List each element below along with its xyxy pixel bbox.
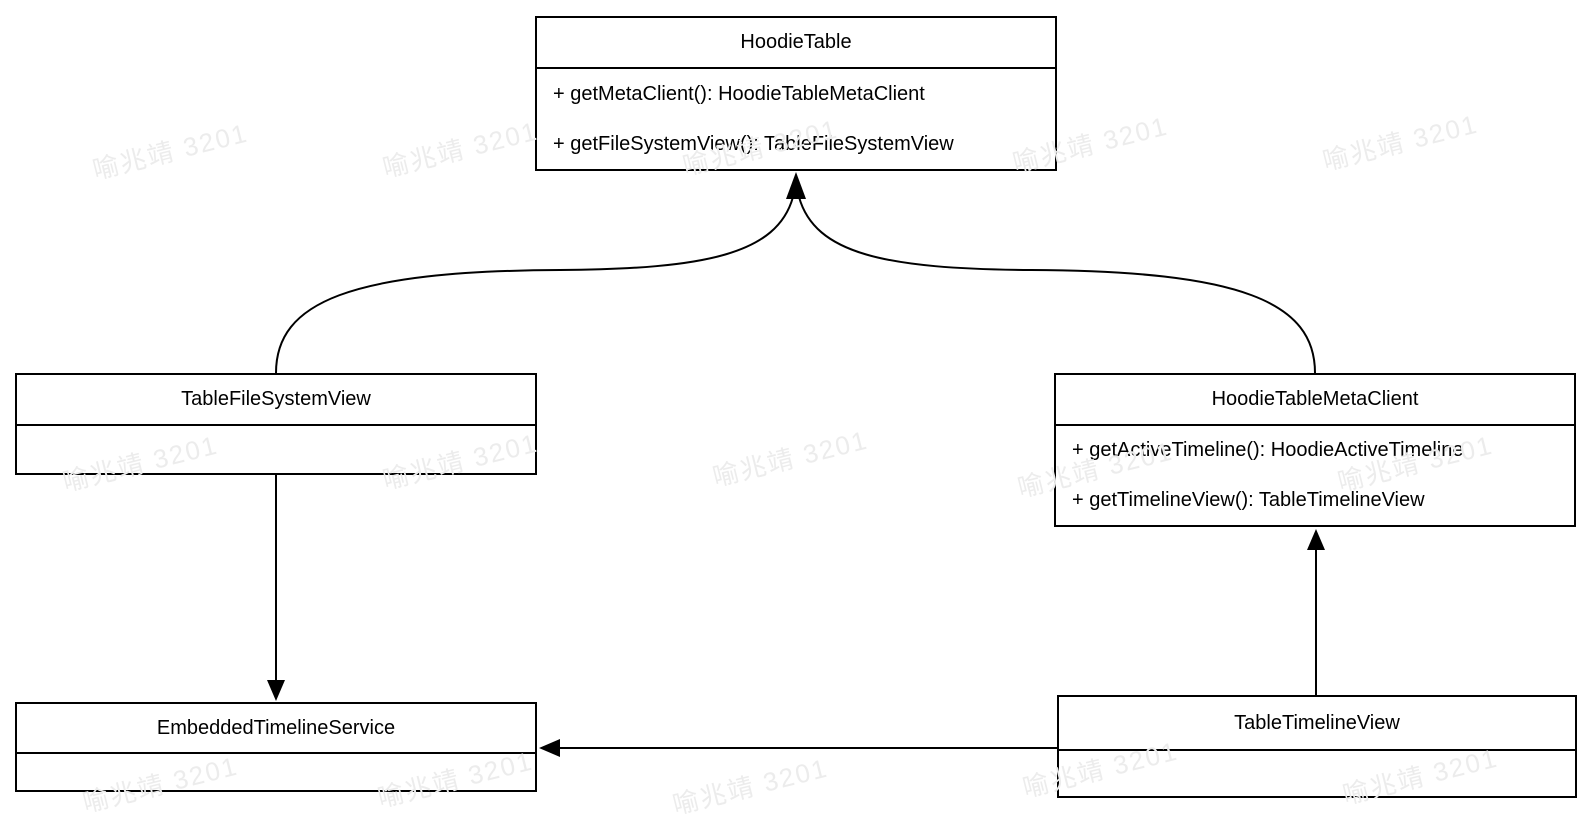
class-embeddedtimelineservice: EmbeddedTimelineService	[15, 702, 537, 792]
class-name: TableFileSystemView	[17, 375, 535, 426]
class-methods: + getMetaClient(): HoodieTableMetaClient…	[537, 69, 1055, 169]
class-hoodietable: HoodieTable + getMetaClient(): HoodieTab…	[535, 16, 1057, 171]
class-name: EmbeddedTimelineService	[17, 704, 535, 754]
class-tabletimelineview: TableTimelineView	[1057, 695, 1577, 798]
class-methods-empty	[17, 426, 535, 473]
class-name: TableTimelineView	[1059, 697, 1575, 751]
arrowhead-up-hoodietable	[786, 172, 806, 199]
class-methods: + getActiveTimeline(): HoodieActiveTimel…	[1056, 426, 1574, 525]
arrowhead-down-embeddedtimelineservice	[267, 680, 285, 701]
edge-hoodietablemetaclient-to-hoodietable	[798, 196, 1316, 374]
class-tablefilesystemview: TableFileSystemView	[15, 373, 537, 475]
class-name: HoodieTable	[537, 18, 1055, 69]
class-methods-empty	[17, 754, 535, 790]
arrowhead-left-embeddedtimelineservice	[539, 739, 560, 757]
class-methods-empty	[1059, 751, 1575, 796]
method-getmetaclient: + getMetaClient(): HoodieTableMetaClient	[553, 82, 925, 105]
edge-tablefilesystemview-to-hoodietable	[275, 196, 794, 374]
class-hoodietablemetaclient: HoodieTableMetaClient + getActiveTimelin…	[1054, 373, 1576, 527]
method-getactivetimeline: + getActiveTimeline(): HoodieActiveTimel…	[1072, 439, 1464, 462]
arrowhead-up-hoodietablemetaclient	[1307, 529, 1325, 550]
class-name: HoodieTableMetaClient	[1056, 375, 1574, 426]
method-getfilesystemview: + getFileSystemView(): TableFileSystemVi…	[553, 132, 954, 155]
method-gettimelineview: + getTimelineView(): TableTimelineView	[1072, 488, 1425, 511]
